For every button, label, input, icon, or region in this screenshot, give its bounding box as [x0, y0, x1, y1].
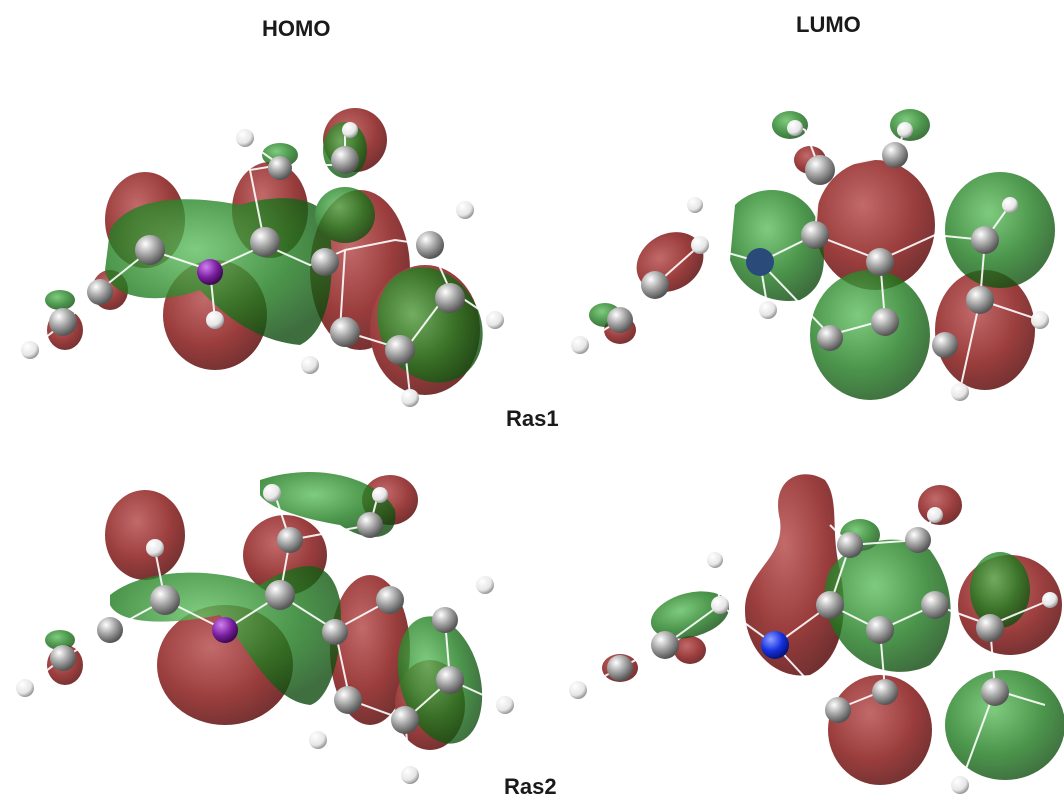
ras2-homo-orbital	[16, 471, 514, 784]
homo-column-header: HOMO	[262, 16, 331, 41]
ras2-row-label: Ras2	[504, 774, 557, 799]
ras1-lumo-orbital	[571, 109, 1055, 401]
ras1-homo-orbital	[21, 108, 504, 407]
ras2-lumo-orbital	[569, 474, 1064, 794]
lumo-column-header: LUMO	[796, 12, 861, 37]
ras1-row-label: Ras1	[506, 406, 559, 431]
